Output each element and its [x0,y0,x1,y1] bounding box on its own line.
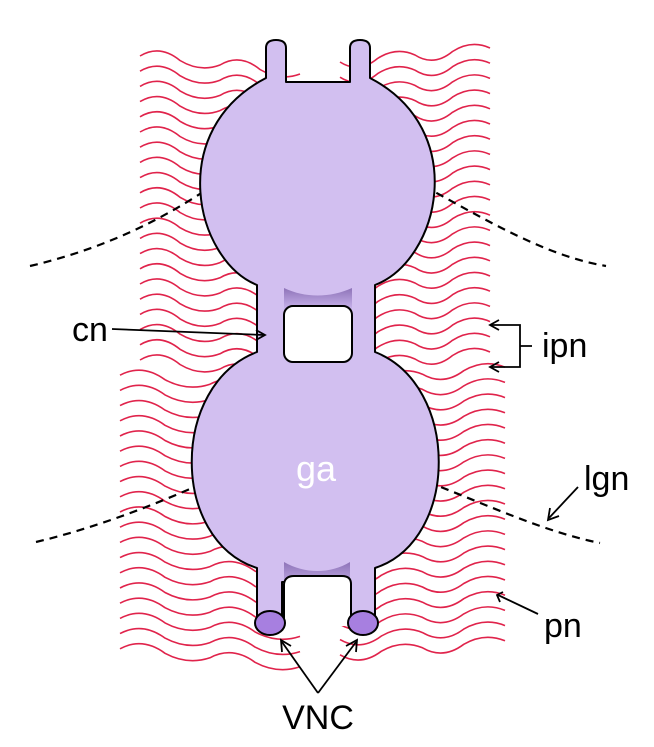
label-ga: ga [296,448,337,489]
label-pn: pn [544,607,582,645]
vnc-cap-right [347,610,379,636]
lateral-ganglionic-nerves [29,185,607,545]
label-ipn: ipn [542,327,587,365]
ipn-arrowhead-top [488,319,500,331]
connective-shade-upper [284,288,352,310]
pn-arrow [497,594,539,615]
peripheral-nerve-left-37 [119,612,301,641]
lgn-lower-left [35,478,211,544]
vnc-arrowhead-right [345,638,359,653]
ipn-bracket [491,324,532,368]
peripheral-nerve-left-38 [119,627,301,656]
peripheral-nerve-right-38 [339,621,506,646]
annotation-arrows [111,319,579,694]
label-lgn: lgn [584,460,629,498]
vnc-arrow-right [317,641,357,694]
vnc-arrowhead-left [279,638,292,653]
label-cn: cn [72,311,108,349]
vnc-gap [283,575,352,626]
ipn-arrowhead-bottom [488,361,500,373]
label-vnc: VNC [282,699,354,737]
lgn-upper-left [29,185,213,268]
pn-arrowhead [495,591,504,603]
cn-arrow [111,328,265,336]
vnc-cap-left [254,610,286,636]
lgn-upper-right [423,185,607,268]
lgn-arrowhead [546,507,560,522]
lgn-arrow [548,486,579,519]
cn-arrowhead [255,329,267,341]
peripheral-nerve-left-39 [119,643,301,671]
connective-hole [283,305,353,363]
vnc-arrow-left [281,641,319,694]
peripheral-nerve-right-39 [339,636,506,661]
